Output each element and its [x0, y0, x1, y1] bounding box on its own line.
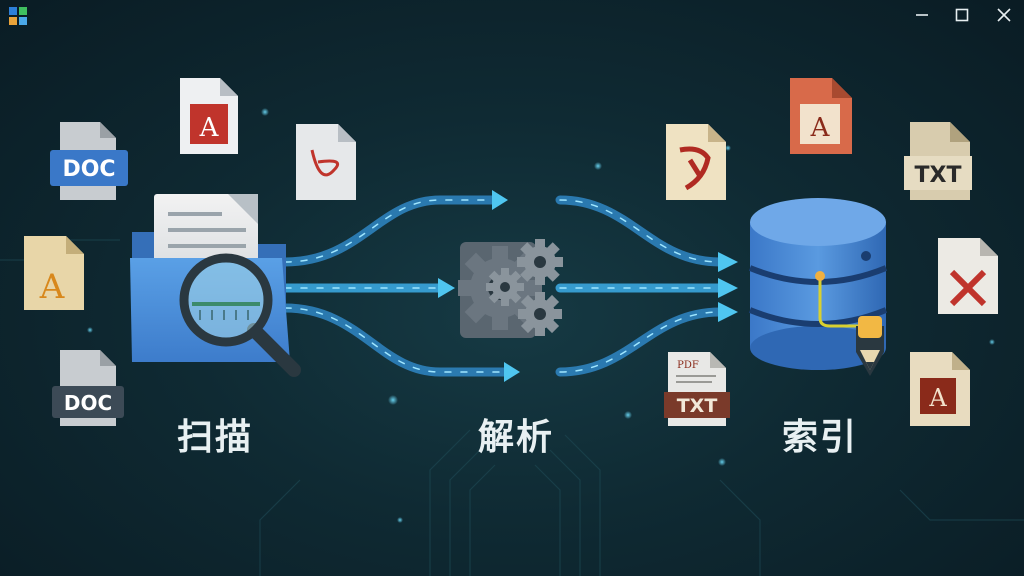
txt-file-label: TXT — [677, 395, 718, 417]
close-button[interactable] — [992, 4, 1016, 26]
svg-text:A: A — [39, 267, 65, 307]
stage-label-index: 索引 — [781, 417, 858, 458]
magnifier-icon — [179, 253, 301, 377]
minimize-button[interactable] — [910, 4, 934, 26]
output-flows — [555, 195, 727, 377]
doc-file-label: DOC — [62, 157, 115, 182]
circuit-background — [0, 239, 1024, 576]
stage-label-parse: 解析 — [477, 417, 554, 458]
error-file-icon — [938, 238, 998, 314]
minimize-icon — [916, 14, 928, 16]
light-particles — [87, 108, 995, 523]
stage-label-scan: 扫描 — [176, 417, 253, 458]
input-flows — [280, 195, 510, 377]
svg-text:A: A — [199, 113, 220, 143]
svg-text:A: A — [928, 384, 947, 412]
pdf-file-icon: A — [24, 236, 84, 310]
maximize-icon — [955, 8, 969, 22]
pdf-file-icon: A — [180, 78, 238, 154]
doc-file-icon: DOC — [52, 350, 124, 426]
txt-file-icon: TXT — [904, 122, 972, 200]
database-icon — [748, 198, 888, 370]
pdf-file-icon: A — [790, 78, 852, 154]
pdf-file-icon — [296, 124, 356, 200]
doc-file-icon: DOC — [50, 122, 128, 200]
pdf-file-icon: A — [910, 352, 970, 426]
close-icon — [997, 8, 1011, 22]
input-flow-arrows — [438, 190, 520, 382]
pdf-stamp-label: PDF — [677, 360, 699, 371]
pdf-file-icon — [666, 124, 726, 200]
output-flow-arrows — [718, 252, 738, 322]
app-logo-icon — [9, 7, 27, 25]
maximize-button[interactable] — [950, 4, 974, 26]
txt-file-label: TXT — [915, 163, 962, 188]
pencil-icon — [856, 316, 884, 376]
svg-text:A: A — [810, 113, 831, 143]
doc-file-label: DOC — [64, 391, 112, 415]
gears-icon — [458, 239, 563, 338]
txt-file-icon: PDF TXT — [664, 352, 730, 426]
